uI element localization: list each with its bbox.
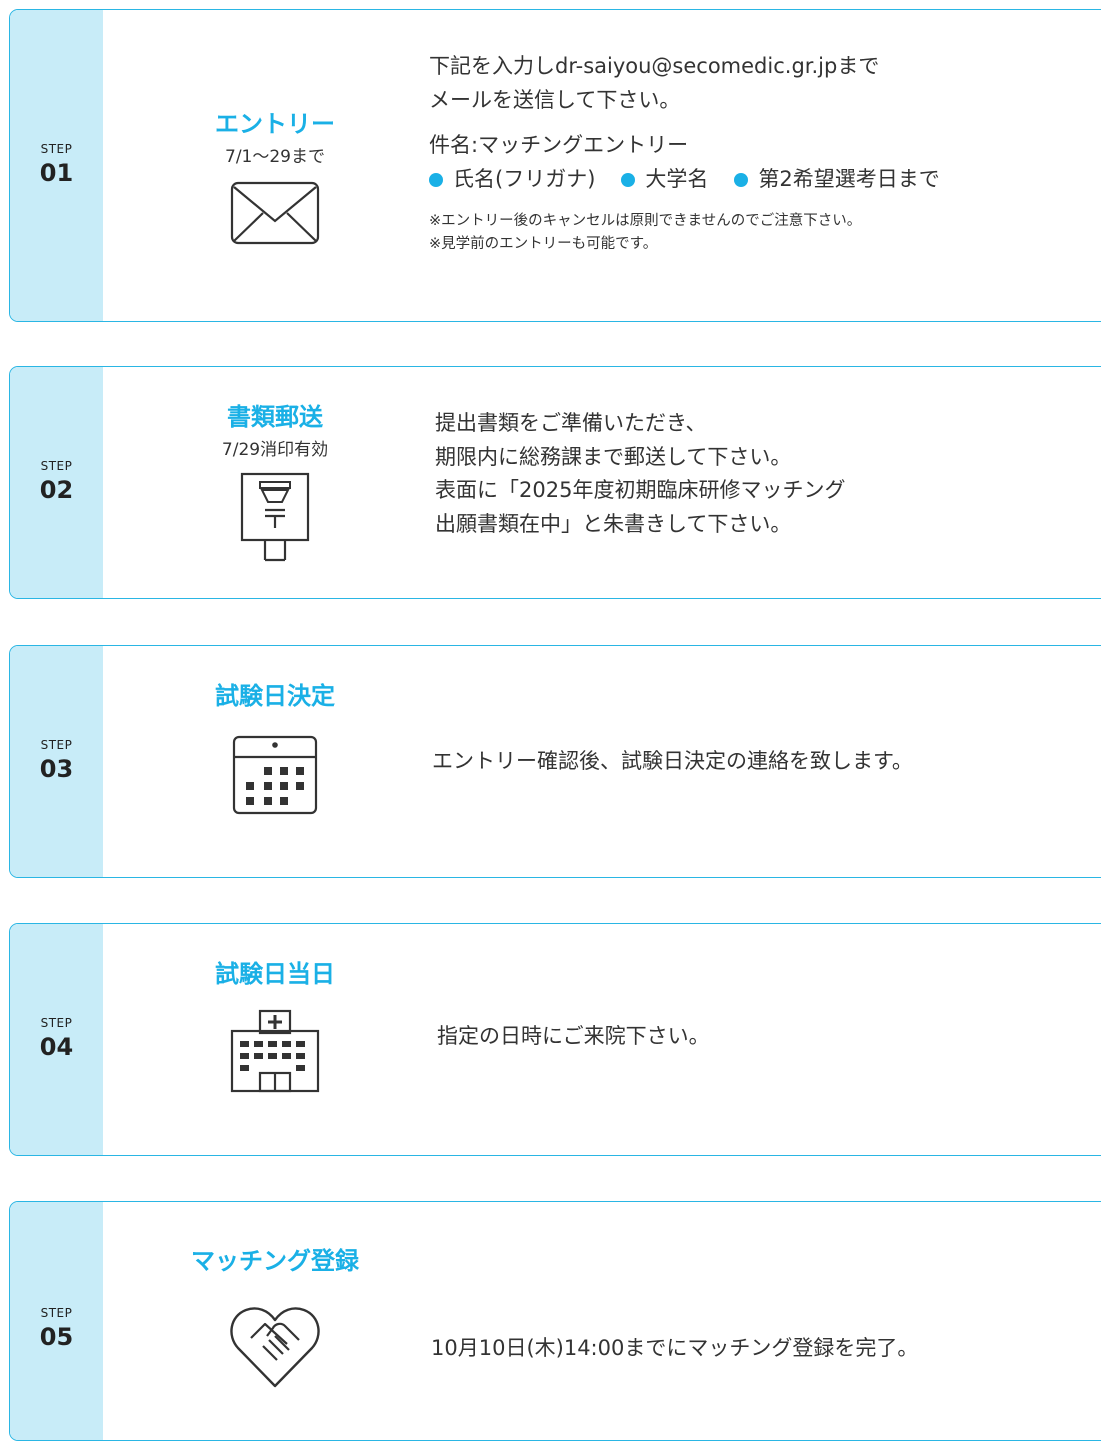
step-number: 02	[39, 476, 74, 505]
step-summary: 書類郵送 7/29消印有効	[150, 403, 400, 562]
calendar-icon	[232, 735, 318, 814]
postbox-icon	[240, 473, 310, 562]
email-subject: 件名:マッチングエントリー	[429, 133, 689, 158]
step-card-05: STEP 05 マッチング登録 10月10日(木)14:00までにマッチング登録…	[9, 1201, 1101, 1441]
step-card-01: STEP 01 エントリー 7/1〜29まで 下記を入力しdr-saiyou@s…	[9, 9, 1101, 322]
step-description: 10月10日(木)14:00までにマッチング登録を完了。	[431, 1332, 918, 1366]
step-label: STEP	[40, 1306, 73, 1320]
step-deadline: 7/1〜29まで	[225, 146, 325, 167]
description-line: エントリー確認後、試験日決定の連絡を致します。	[432, 749, 913, 773]
step-title: 試験日決定	[215, 682, 335, 710]
bullet-icon	[734, 172, 749, 187]
step-title: マッチング登録	[191, 1247, 359, 1275]
step-summary: 試験日当日	[150, 960, 400, 1093]
step-marker: STEP 03	[10, 646, 103, 877]
step-deadline: 7/29消印有効	[221, 439, 329, 460]
step-card-04: STEP 04 試験日当日 指定の日時にご来院下さい。	[9, 923, 1101, 1156]
step-marker: STEP 02	[10, 367, 103, 598]
bullet-icon	[621, 172, 636, 187]
step-summary: マッチング登録	[150, 1247, 400, 1390]
step-card-03: STEP 03 試験日決定 エントリー確認後、試験日決定の連絡を致します。	[9, 645, 1101, 878]
description-line: メールを送信して下さい。	[429, 87, 681, 112]
step-label: STEP	[40, 738, 73, 753]
required-field: 氏名(フリガナ)	[429, 163, 595, 197]
bullet-icon	[429, 172, 443, 187]
description-line: 指定の日時にご来院下さい。	[437, 1024, 710, 1048]
note: ※見学前のエントリーも可能です。	[429, 235, 658, 252]
step-number: 05	[39, 1323, 74, 1351]
step-card-02: STEP 02 書類郵送 7/29消印有効 提出書類をご準備いただき、 期限内に…	[9, 366, 1101, 599]
step-description: 指定の日時にご来院下さい。	[437, 1020, 710, 1054]
step-label: STEP	[40, 1016, 73, 1031]
step-summary: エントリー 7/1〜29まで	[150, 110, 400, 245]
description-line: 出願書類在中」と朱書きして下さい。	[435, 511, 792, 536]
step-label: STEP	[40, 459, 73, 474]
description-line: 10月10日(木)14:00までにマッチング登録を完了。	[431, 1336, 919, 1360]
step-marker: STEP 04	[10, 924, 103, 1155]
heart-handshake-icon	[230, 1307, 320, 1387]
step-label: STEP	[40, 142, 73, 157]
hospital-icon	[230, 1009, 320, 1092]
notes: ※エントリー後のキャンセルは原則できませんのでご注意下さい。 ※見学前のエントリ…	[429, 210, 966, 255]
step-description: 提出書類をご準備いただき、 期限内に総務課まで郵送して下さい。 表面に「2025…	[435, 407, 845, 541]
step-summary: 試験日決定	[150, 682, 400, 815]
envelope-icon	[230, 182, 320, 245]
step-marker: STEP 05	[10, 1202, 103, 1440]
required-field: 第2希望選考日まで	[734, 163, 940, 197]
step-title: エントリー	[215, 110, 335, 138]
step-description: 下記を入力しdr-saiyou@secomedic.gr.jpまで メールを送信…	[429, 50, 966, 255]
description-line: 提出書類をご準備いただき、	[435, 411, 707, 435]
step-title: 試験日当日	[215, 960, 335, 988]
description-line: 期限内に総務課まで郵送して下さい。	[435, 444, 792, 469]
required-fields: 氏名(フリガナ) 大学名 第2希望選考日まで	[429, 163, 966, 197]
note: ※エントリー後のキャンセルは原則できませんのでご注意下さい。	[429, 213, 862, 230]
step-marker: STEP 01	[10, 10, 103, 321]
step-number: 04	[39, 1033, 74, 1062]
step-description: エントリー確認後、試験日決定の連絡を致します。	[432, 745, 913, 779]
step-number: 01	[39, 159, 74, 188]
description-line: 下記を入力しdr-saiyou@secomedic.gr.jpまで	[429, 54, 880, 78]
step-title: 書類郵送	[227, 403, 323, 431]
required-field: 大学名	[621, 163, 708, 197]
description-line: 表面に「2025年度初期臨床研修マッチング	[435, 478, 846, 503]
step-number: 03	[39, 755, 74, 784]
